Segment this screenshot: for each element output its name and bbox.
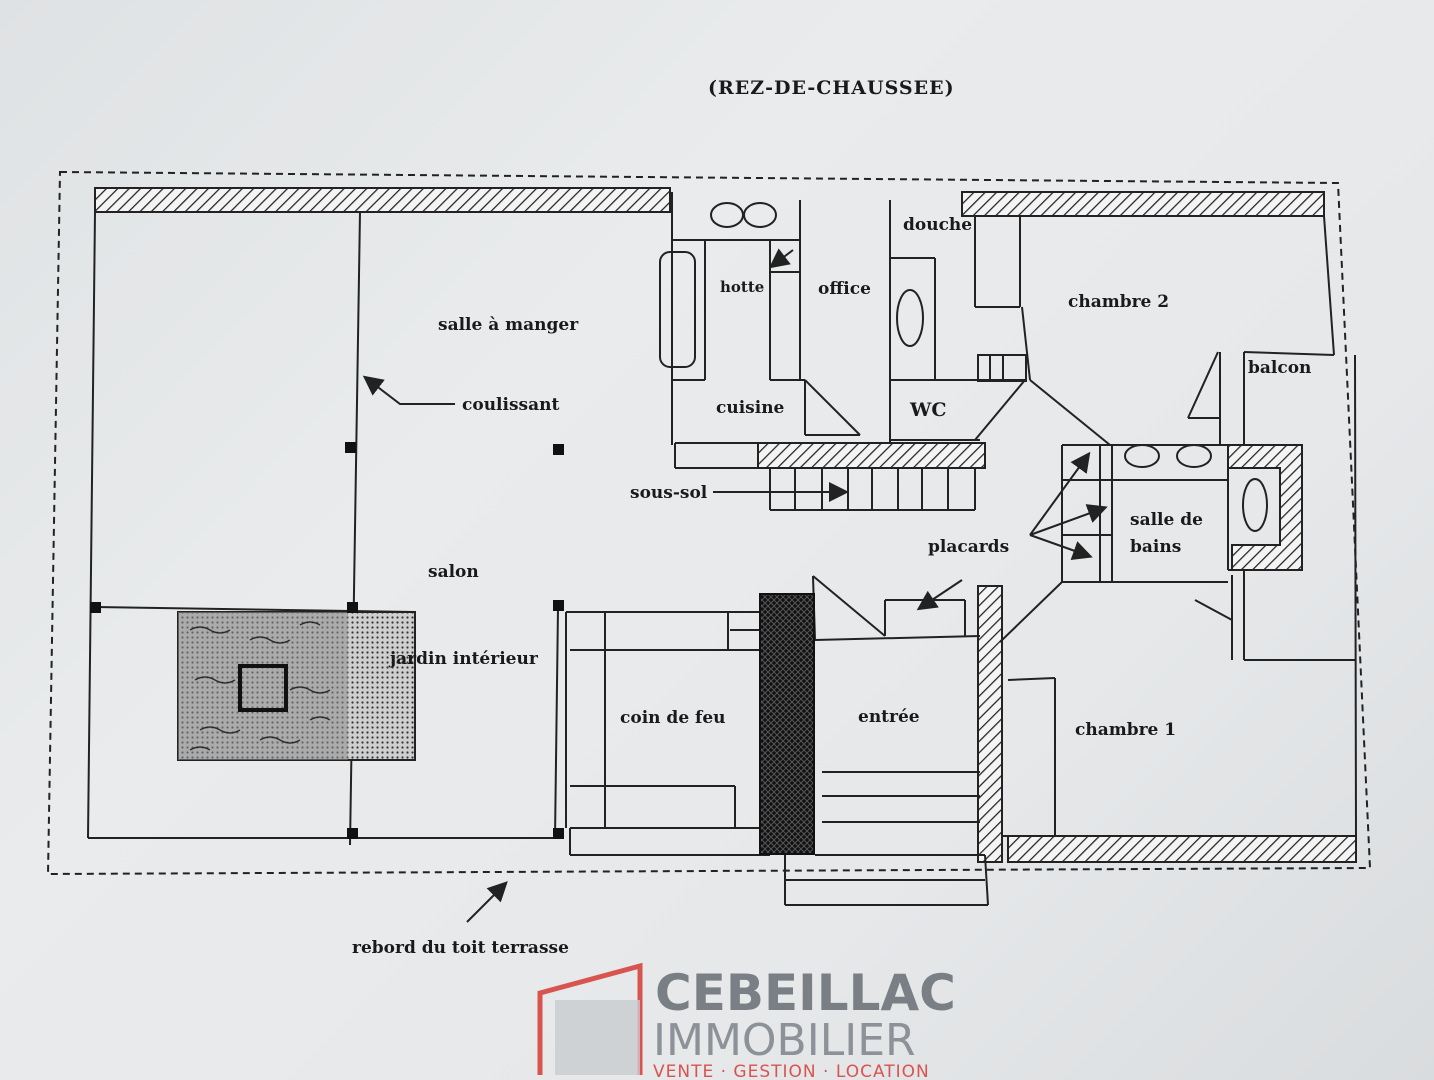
label-coulissant: coulissant xyxy=(462,395,559,415)
label-chambre-2: chambre 2 xyxy=(1068,292,1169,312)
label-wc: WC xyxy=(909,399,946,421)
label-entree: entrée xyxy=(858,707,920,727)
plan-title: (REZ-DE-CHAUSSEE) xyxy=(708,77,955,99)
label-balcon: balcon xyxy=(1248,358,1311,378)
wall-entrance-right xyxy=(977,585,1003,863)
label-douche: douche xyxy=(903,215,972,235)
garden-planter xyxy=(238,664,288,712)
label-chambre-1: chambre 1 xyxy=(1075,720,1176,740)
roof-edge-dashed xyxy=(46,170,1372,876)
label-jardin-interieur: jardin intérieur xyxy=(388,649,539,669)
arrow-placards-1 xyxy=(1029,451,1091,536)
balcony-wall xyxy=(1227,444,1303,571)
label-salle-de-bains-line1: salle de xyxy=(1130,510,1203,530)
arrow-rebord xyxy=(466,881,508,923)
chimney-wall xyxy=(759,593,815,855)
logo-line1: CEBEILLAC xyxy=(655,964,956,1022)
label-sous-sol: sous-sol xyxy=(630,483,708,503)
stair-wall xyxy=(757,442,986,469)
wall-top-left xyxy=(94,187,671,213)
label-coin-de-feu: coin de feu xyxy=(620,708,726,728)
label-office: office xyxy=(818,279,871,299)
logo-line3: VENTE · GESTION · LOCATION xyxy=(653,1062,930,1080)
wall-top-right xyxy=(961,191,1325,217)
label-salle-de-bains-line2: bains xyxy=(1130,537,1181,557)
arrow-placards-2 xyxy=(1029,504,1108,536)
logo-line2: IMMOBILIER xyxy=(653,1015,916,1066)
arrow-placards-3 xyxy=(1029,534,1093,561)
arrow-placards-4 xyxy=(916,579,963,611)
label-rebord-toit: rebord du toit terrasse xyxy=(352,938,569,958)
wall-bottom-right xyxy=(1007,835,1357,863)
label-placards: placards xyxy=(928,537,1009,557)
label-salle-a-manger: salle à manger xyxy=(438,315,579,335)
label-cuisine: cuisine xyxy=(716,398,785,418)
label-hotte: hotte xyxy=(720,278,764,296)
arrow-coulissant xyxy=(362,375,455,405)
agency-logo: CEBEILLAC IMMOBILIER VENTE · GESTION · L… xyxy=(537,962,956,1080)
arrow-hotte xyxy=(768,248,794,269)
label-salon: salon xyxy=(428,562,479,582)
